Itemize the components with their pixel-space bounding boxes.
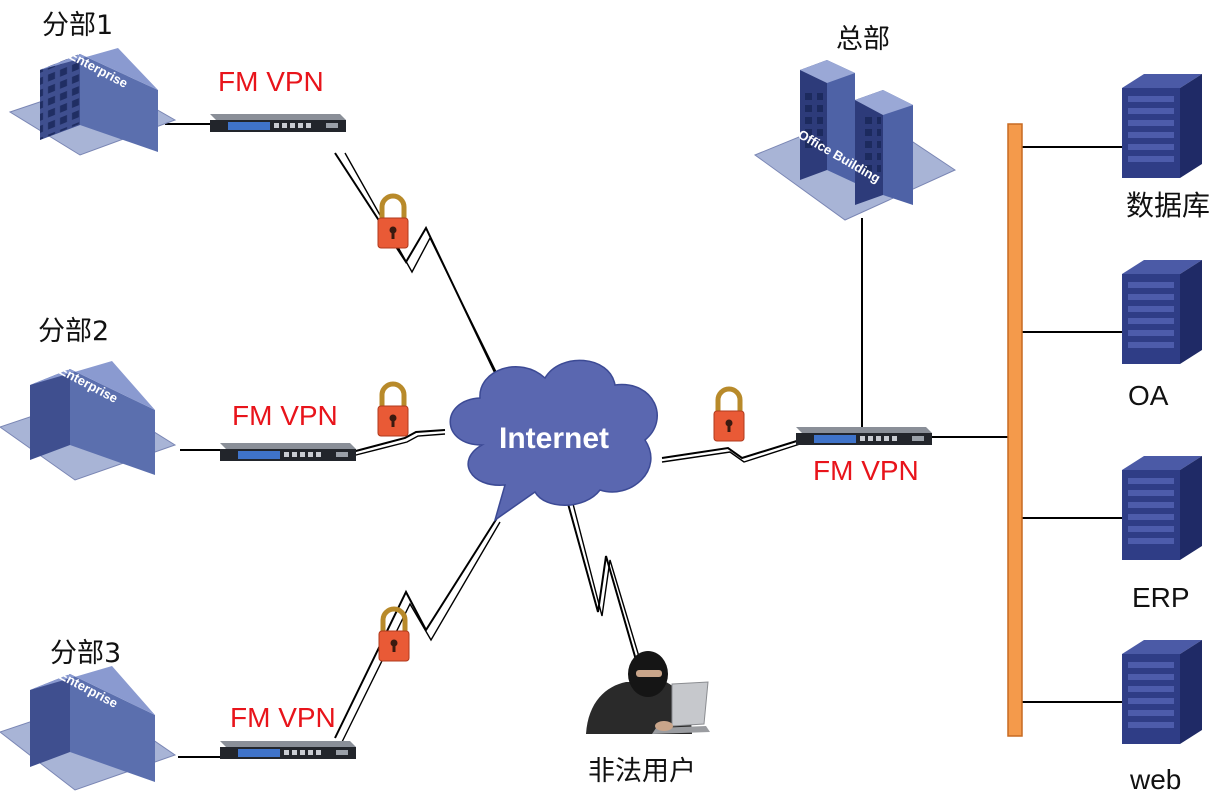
link-branch3-b bbox=[341, 521, 501, 743]
hq-label: 总部 bbox=[836, 24, 890, 55]
link-branch1-b bbox=[344, 152, 501, 381]
branch3-vpn-label: FM VPN bbox=[230, 702, 336, 733]
link-attacker bbox=[566, 499, 637, 661]
branch3-label: 分部3 bbox=[50, 638, 122, 669]
lock-icon bbox=[714, 389, 744, 441]
branch1-vpn-label: FM VPN bbox=[218, 66, 324, 97]
server-icon bbox=[1122, 260, 1202, 364]
server-label-erp: ERP bbox=[1132, 582, 1190, 613]
server-label-database: 数据库 bbox=[1126, 190, 1211, 221]
backbone-bus bbox=[1007, 123, 1023, 737]
lock-icon bbox=[378, 384, 408, 436]
link-branch2 bbox=[351, 429, 446, 453]
lock-icon bbox=[378, 196, 408, 248]
branch1-building-icon: Enterprise bbox=[8, 47, 177, 156]
branch1-label: 分部1 bbox=[42, 10, 114, 41]
branch2-vpn-label: FM VPN bbox=[232, 400, 338, 431]
hq-vpn-appliance-icon bbox=[796, 427, 932, 445]
branch3-vpn-appliance-icon bbox=[220, 741, 356, 759]
server-icon bbox=[1122, 640, 1202, 744]
link-branch3 bbox=[334, 517, 498, 739]
link-attacker-b bbox=[571, 499, 641, 661]
internet-label: Internet bbox=[499, 422, 609, 455]
server-label-oa: OA bbox=[1128, 380, 1169, 411]
internet-cloud-icon: Internet bbox=[449, 359, 658, 522]
server-icon bbox=[1122, 74, 1202, 178]
branch2-building-icon: Enterprise bbox=[0, 361, 177, 481]
branch1-vpn-appliance-icon bbox=[210, 114, 346, 132]
branch2-label: 分部2 bbox=[38, 316, 110, 347]
link-hq-b bbox=[661, 443, 801, 463]
server-icon bbox=[1122, 456, 1202, 560]
hq-vpn-label: FM VPN bbox=[813, 455, 919, 486]
link-branch2-b bbox=[351, 433, 446, 457]
branch3-building-icon: Enterprise bbox=[0, 666, 177, 791]
connections bbox=[165, 123, 1128, 758]
hacker-icon bbox=[586, 651, 710, 734]
server-label-web: web bbox=[1130, 764, 1182, 795]
attacker-label: 非法用户 bbox=[588, 756, 696, 787]
hq-building-icon: Office Building bbox=[753, 60, 957, 221]
branch2-vpn-appliance-icon bbox=[220, 443, 356, 461]
link-hq bbox=[661, 439, 801, 460]
